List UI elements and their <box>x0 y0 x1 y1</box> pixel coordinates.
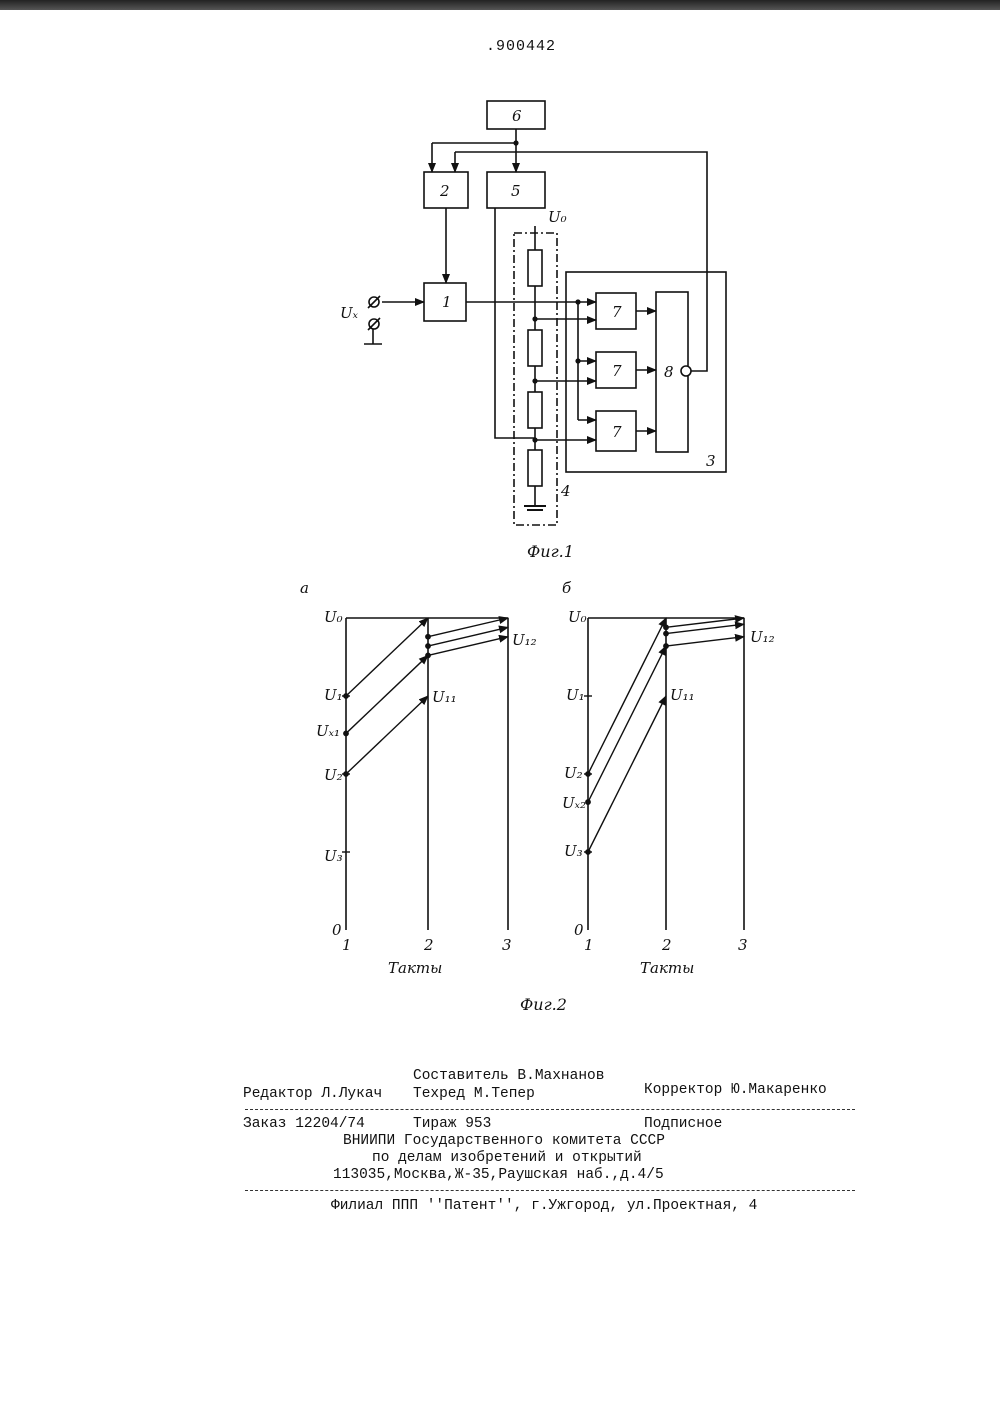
fig1-block-diagram <box>364 101 726 525</box>
series-line-6 <box>666 637 744 646</box>
series-start-point-1 <box>586 772 590 776</box>
resistor-2 <box>528 330 542 366</box>
fig2-panel-b: б U₀ U₁ U₂ Uₓ₂ U₃ 0 1 2 3 U₁₁ U₁₂ Такты <box>562 579 775 977</box>
series-start-point-3 <box>344 772 348 776</box>
series-line-6 <box>428 637 508 656</box>
panel-b-label-zero: 0 <box>574 921 584 939</box>
panel-b-xtick-2: 2 <box>661 936 672 954</box>
imprint-address: 113035,Москва,Ж-35,Раушская наб.,д.4/5 <box>333 1167 664 1183</box>
block-8-label: 8 <box>664 363 674 381</box>
imprint-compiler: Составитель В.Махнанов <box>413 1068 604 1084</box>
imprint-circulation: Тираж 953 <box>413 1116 491 1132</box>
series-start-point-4 <box>426 635 430 639</box>
panel-b-xlabel: Такты <box>640 959 694 977</box>
series-start-point-5 <box>664 631 668 635</box>
series-start-point-6 <box>426 653 430 657</box>
panel-b-xtick-3: 3 <box>738 936 748 954</box>
block-2-label: 2 <box>439 182 450 200</box>
fig1-ux-label: Uₓ <box>340 304 359 322</box>
series-line-1 <box>588 618 666 774</box>
panel-b-label-u2: U₂ <box>564 764 583 782</box>
block-7-top-label: 7 <box>612 303 622 321</box>
resistor-4 <box>528 450 542 486</box>
series-line-2 <box>346 655 428 733</box>
panel-a-letter: a <box>300 579 309 597</box>
series-start-point-2 <box>344 731 348 735</box>
block-4-label: 4 <box>560 482 571 500</box>
series-start-point-2 <box>586 800 590 804</box>
input-terminals <box>368 296 380 330</box>
block-3-label: 3 <box>706 452 716 470</box>
panel-b-annot-end: U₁₂ <box>750 628 775 646</box>
imprint-editor: Редактор Л.Лукач <box>243 1086 382 1102</box>
series-start-point-4 <box>664 625 668 629</box>
series-start-point-5 <box>426 644 430 648</box>
panel-a-xlabel: Такты <box>388 959 442 977</box>
panel-a-xtick-1: 1 <box>342 936 352 954</box>
imprint-org-line1: ВНИИПИ Государственного комитета СССР <box>343 1133 665 1149</box>
series-start-point-3 <box>586 850 590 854</box>
series-line-4 <box>428 618 508 637</box>
series-line-1 <box>346 618 428 696</box>
imprint-divider-2 <box>245 1190 855 1191</box>
resistor-1 <box>528 250 542 286</box>
panel-b-annot-mid: U₁₁ <box>670 686 695 704</box>
imprint-corrector: Корректор Ю.Макаренко <box>644 1082 827 1098</box>
imprint-order: Заказ 12204/74 <box>243 1116 365 1132</box>
fig1-u0-label: U₀ <box>548 208 567 226</box>
series-line-2 <box>588 646 666 802</box>
panel-a-frame <box>346 618 508 930</box>
panel-a-xtick-2: 2 <box>423 936 434 954</box>
panel-b-frame <box>588 618 744 930</box>
imprint-subscription: Подписное <box>644 1116 722 1132</box>
block-5-label: 5 <box>511 182 521 200</box>
block-6-label: 6 <box>512 107 522 125</box>
panel-b-label-u0: U₀ <box>568 608 587 626</box>
imprint-divider-1 <box>245 1109 855 1110</box>
panel-b-label-u3: U₃ <box>564 842 583 860</box>
panel-a-annot-mid: U₁₁ <box>432 688 457 706</box>
inverter-bubble <box>681 366 691 376</box>
series-line-3 <box>588 696 666 852</box>
panel-a-label-u2: U₂ <box>324 766 343 784</box>
panel-b-letter: б <box>562 579 572 597</box>
ground-symbol <box>524 506 546 510</box>
panel-b-xtick-1: 1 <box>584 936 594 954</box>
fig1-caption: Фиг.1 <box>527 542 574 561</box>
imprint-techred: Техред М.Тепер <box>413 1086 535 1102</box>
fig2-caption: Фиг.2 <box>520 995 567 1014</box>
fig1-junction-dots <box>513 140 580 442</box>
resistor-3 <box>528 392 542 428</box>
series-line-3 <box>346 696 428 774</box>
panel-a-label-u0: U₀ <box>324 608 343 626</box>
block-7-bottom-label: 7 <box>612 423 622 441</box>
series-start-point-6 <box>664 644 668 648</box>
panel-a-xtick-3: 3 <box>502 936 512 954</box>
block-7-mid-label: 7 <box>612 362 622 380</box>
series-start-point-1 <box>344 694 348 698</box>
panel-a-label-u1: U₁ <box>324 686 343 704</box>
panel-a-label-u3: U₃ <box>324 847 343 865</box>
imprint-branch: Филиал ППП ''Патент'', г.Ужгород, ул.Про… <box>331 1198 757 1214</box>
panel-b-label-u1: U₁ <box>566 686 585 704</box>
imprint-org-line2: по делам изобретений и открытий <box>372 1150 642 1166</box>
panel-a-label-ux: Uₓ₁ <box>316 722 340 740</box>
fig2-panel-a: a U₀ U₁ Uₓ₁ U₂ U₃ 0 1 2 3 U₁₁ U₁₂ Такты <box>300 579 537 977</box>
panel-b-label-ux: Uₓ₂ <box>562 794 586 812</box>
panel-a-annot-end: U₁₂ <box>512 631 537 649</box>
series-line-5 <box>428 627 508 646</box>
block-1-label: 1 <box>442 293 452 311</box>
panel-a-label-zero: 0 <box>332 921 342 939</box>
